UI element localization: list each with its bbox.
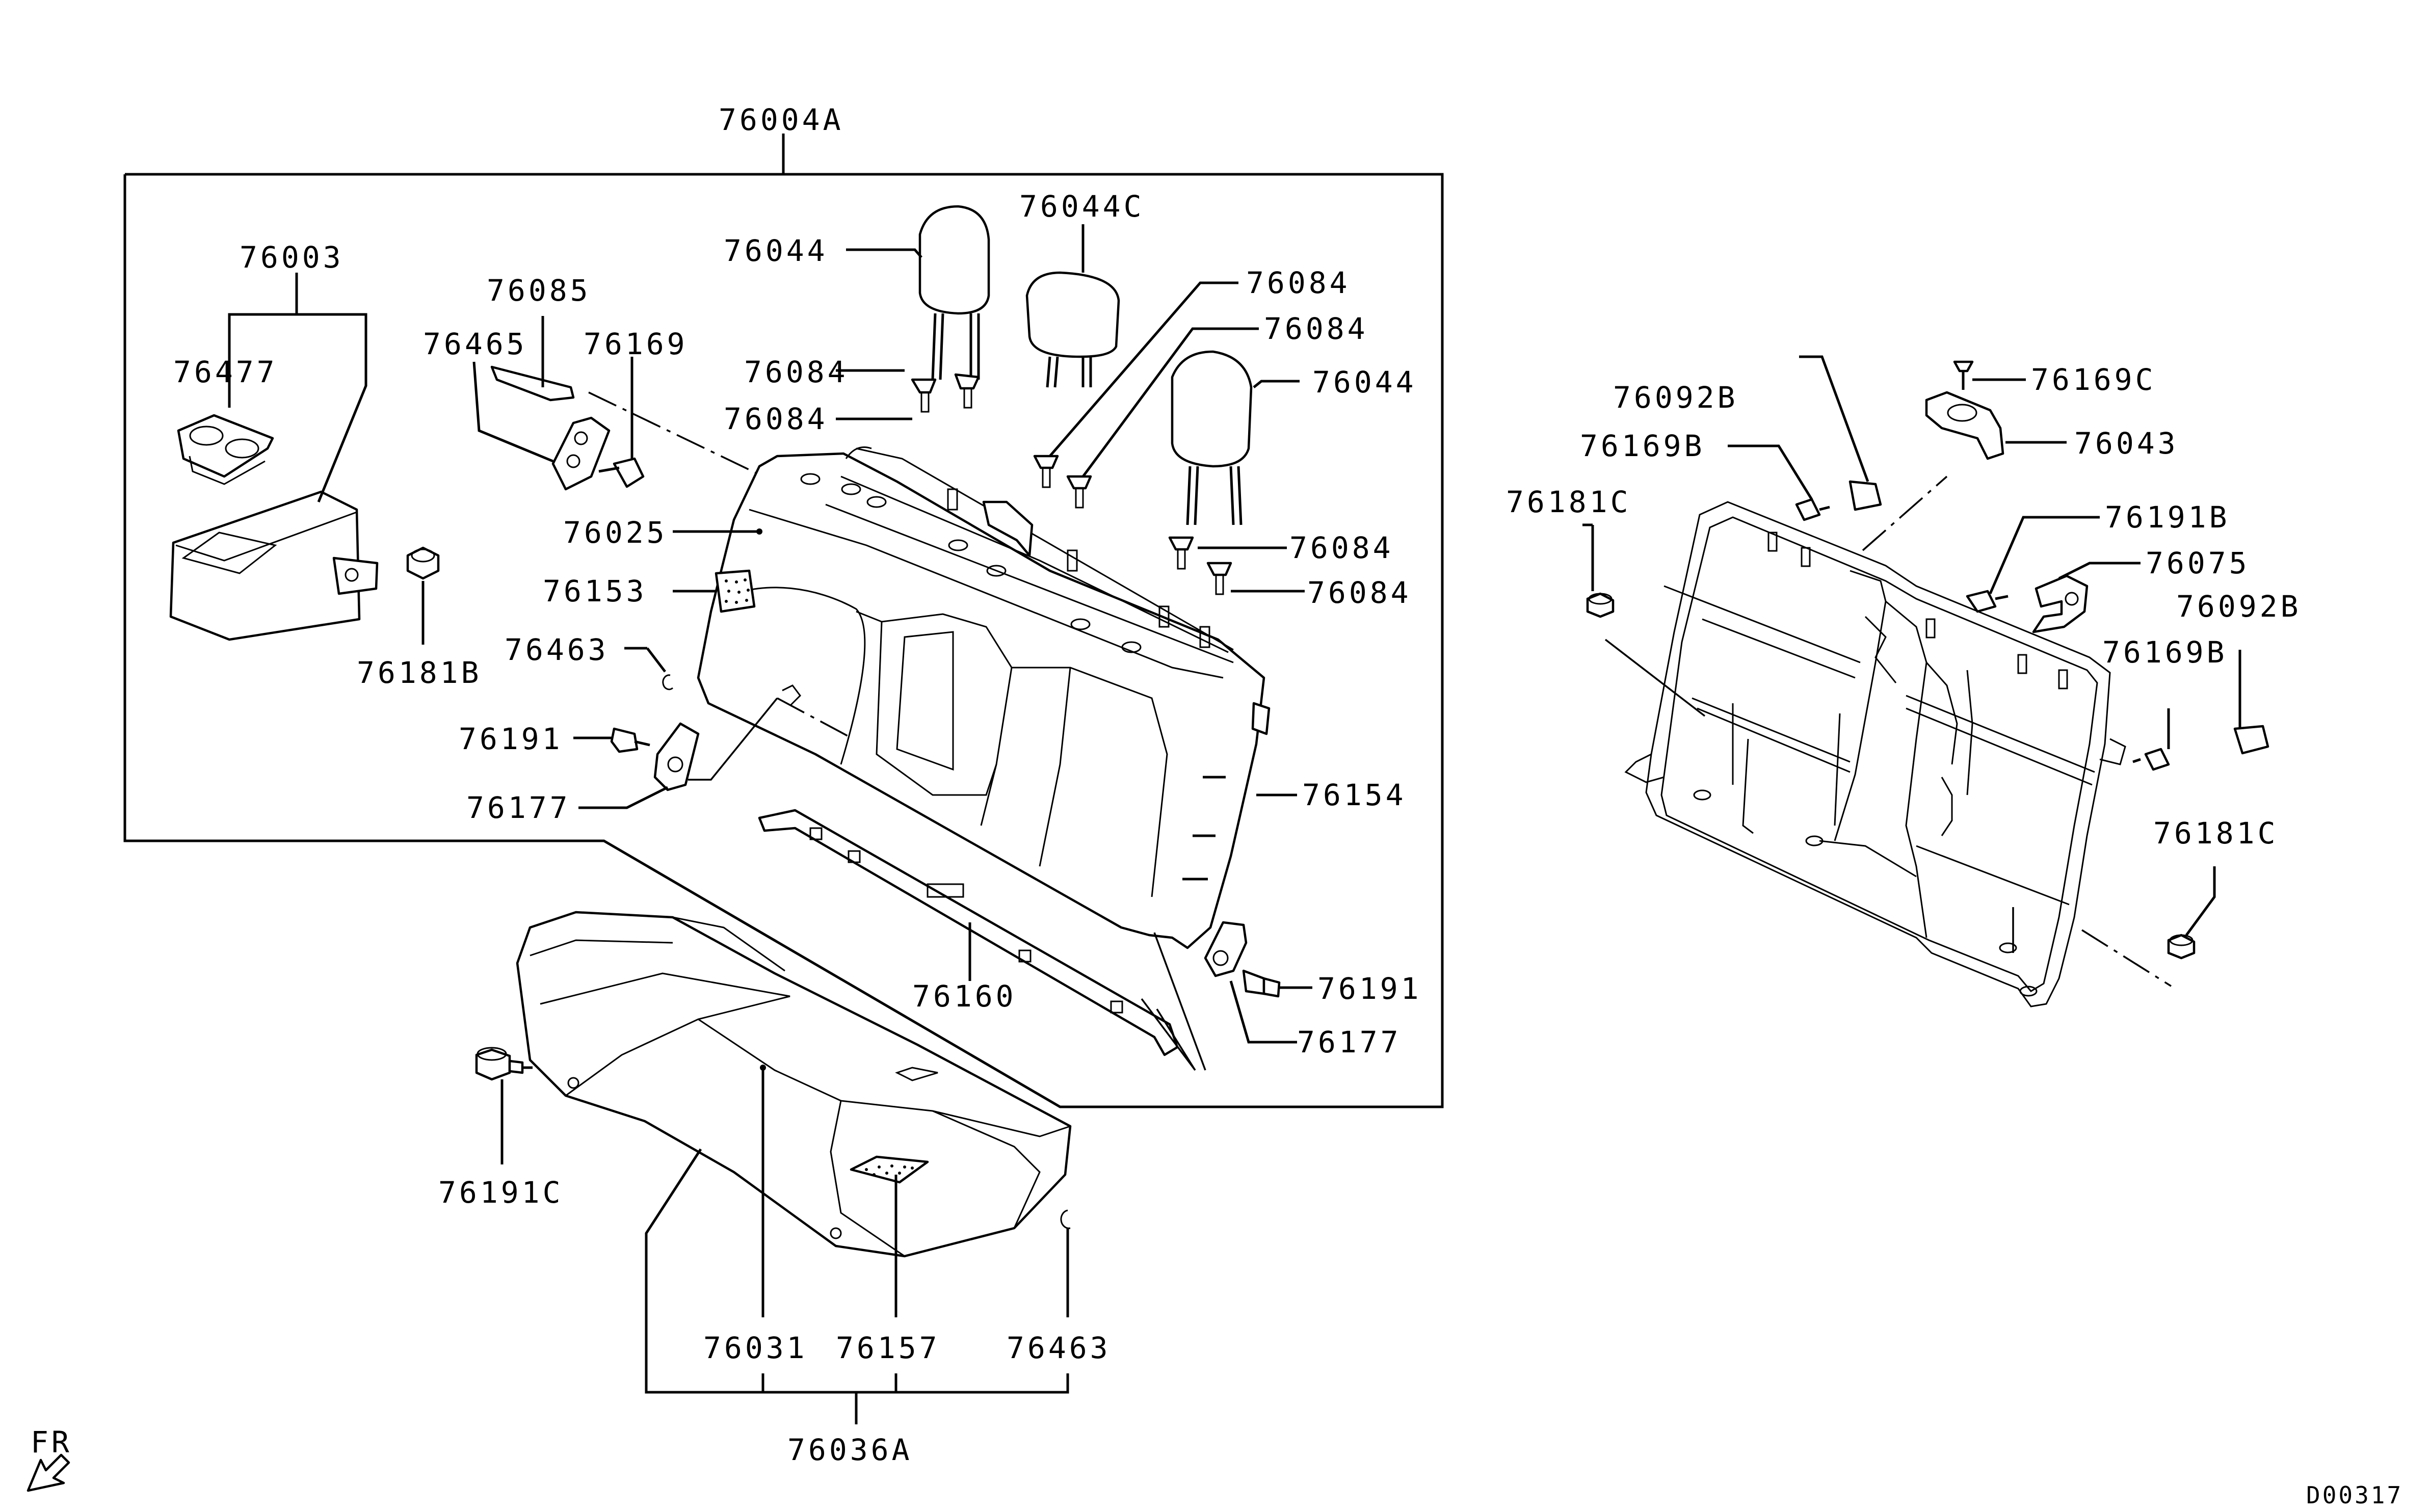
cushion-leaders (645, 528, 1069, 1424)
bolt-76191C (475, 1047, 533, 1164)
label-76169B-right: 76169B (2102, 635, 2228, 670)
assembly-frame-76004A (123, 134, 1444, 1108)
label-76169: 76169 (584, 327, 688, 361)
label-76031: 76031 (703, 1331, 808, 1365)
label-76036A: 76036A (787, 1433, 913, 1467)
label-76044-left: 76044 (724, 233, 828, 268)
label-76181C-bottom: 76181C (2153, 816, 2279, 851)
ring-76463-upper (662, 674, 673, 691)
clip-76181B (406, 546, 440, 645)
label-76085: 76085 (487, 273, 591, 308)
headrest-76044C (1025, 224, 1120, 388)
ring-76463-lower (1060, 1209, 1071, 1229)
headrest-76044-left (846, 205, 990, 380)
seat-back-frame (1604, 475, 2172, 1007)
label-76084-b: 76084 (724, 402, 828, 436)
label-76084-c: 76084 (1246, 266, 1351, 300)
label-76181B: 76181B (357, 655, 482, 690)
label-76025: 76025 (563, 515, 668, 550)
front-direction-marker (27, 1453, 70, 1492)
label-76177-left: 76177 (466, 790, 571, 825)
rod-76160 (758, 809, 1206, 1071)
label-76043: 76043 (2074, 426, 2179, 461)
label-76154: 76154 (1302, 778, 1407, 812)
label-76191-right: 76191 (1317, 971, 1422, 1006)
label-76084-f: 76084 (1307, 575, 1412, 610)
bolt-and-bracket-right (1204, 793, 1312, 1044)
seat-cushion-76031 (516, 911, 1072, 1258)
label-76191B: 76191B (2105, 500, 2230, 535)
label-76084-a: 76084 (744, 355, 849, 389)
label-76477: 76477 (173, 355, 278, 389)
label-76084-d: 76084 (1264, 311, 1368, 346)
guides-76084 (836, 281, 1305, 595)
label-76092B-top: 76092B (1613, 380, 1738, 415)
label-76169C: 76169C (2031, 362, 2156, 397)
label-76463-lower: 76463 (1007, 1331, 1111, 1365)
pad-76157 (850, 1155, 929, 1184)
armrest-assembly (169, 273, 379, 641)
frame-small-parts (1582, 355, 2269, 960)
label-76075: 76075 (2146, 546, 2250, 580)
label-76003: 76003 (240, 240, 344, 275)
drawing-number: D00317 (2306, 1481, 2403, 1509)
part-labels: 76004A 76003 76477 76181B 76085 76465 76… (31, 102, 2403, 1509)
label-76084-e: 76084 (1289, 530, 1394, 565)
label-76160: 76160 (912, 979, 1017, 1014)
label-76191C: 76191C (438, 1175, 564, 1210)
label-76153: 76153 (543, 574, 647, 608)
label-76191-left: 76191 (459, 722, 563, 756)
label-76465: 76465 (423, 327, 527, 361)
label-76157: 76157 (836, 1331, 940, 1365)
cupholder-76477 (177, 414, 274, 485)
seat-back-76025 (697, 446, 1271, 949)
label-76092B-right: 76092B (2176, 589, 2302, 624)
label-76044C: 76044C (1019, 189, 1145, 224)
bolt-and-bracket-left (573, 684, 849, 809)
headrest-76044-right (1171, 350, 1300, 525)
label-76044-right: 76044 (1312, 365, 1417, 400)
direction-label: FR (31, 1425, 72, 1460)
label-76463-upper: 76463 (505, 632, 609, 667)
label-76004A: 76004A (719, 102, 844, 137)
pad-76153 (715, 569, 756, 613)
label-76177-right: 76177 (1297, 1025, 1402, 1059)
label-76169B-top: 76169B (1580, 429, 1705, 463)
label-76181C-top: 76181C (1506, 485, 1631, 519)
